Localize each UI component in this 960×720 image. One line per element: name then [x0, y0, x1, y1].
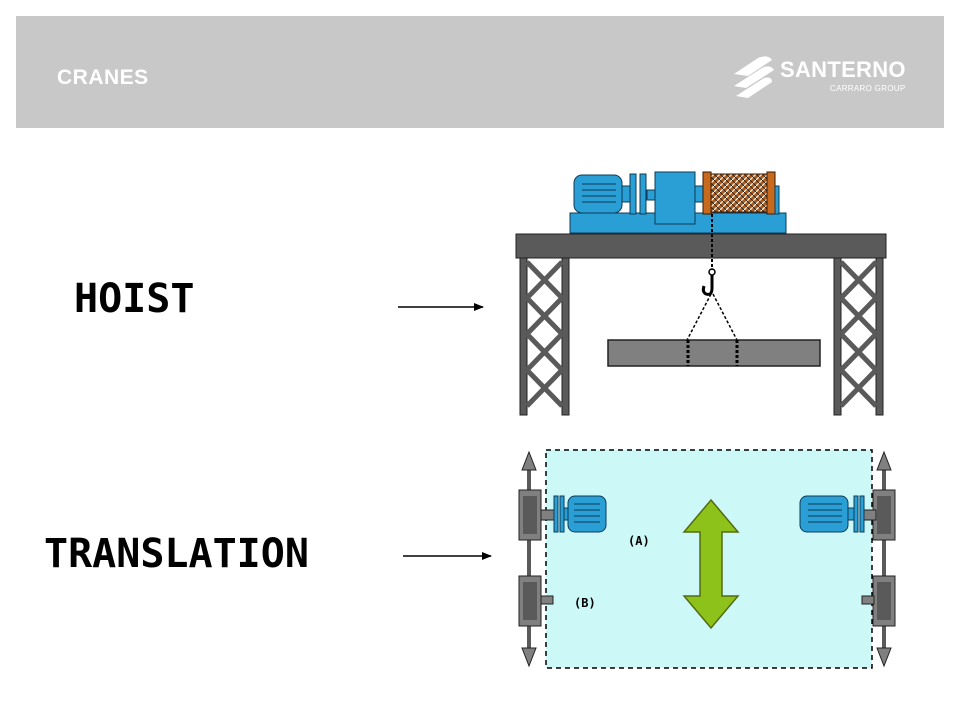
sling-left [685, 293, 712, 343]
translation-label: TRANSLATION [44, 531, 309, 577]
hoist-diagram [515, 171, 887, 416]
left-rail [518, 450, 542, 668]
label-b: (B) [574, 596, 596, 610]
bridge-girder [515, 233, 887, 259]
label-a: (A) [628, 534, 650, 548]
hoist-label: HOIST [74, 276, 195, 322]
suspended-load [607, 339, 821, 367]
sling-right [712, 293, 739, 343]
left-wheel-b [518, 575, 542, 627]
right-rail [872, 450, 896, 668]
santerno-logo: SANTERNO CARRARO GROUP [728, 52, 928, 102]
logo-subtitle: CARRARO GROUP [830, 84, 906, 93]
hoist-motor-icon [573, 173, 656, 215]
left-wheel-a [518, 489, 542, 541]
left-travel-motor-icon [540, 495, 607, 533]
header-bar: CRANES SANTERNO CARRARO GROUP [16, 16, 944, 128]
right-trestle-leg [833, 257, 884, 416]
winch-base-plate [569, 212, 787, 234]
travel-area [545, 449, 873, 669]
logo-name: SANTERNO [780, 57, 906, 82]
santerno-logo-mark-icon [734, 56, 774, 98]
right-wheel-a [872, 489, 896, 541]
right-wheel-b [872, 575, 896, 627]
right-travel-motor-icon [799, 495, 877, 533]
hook-icon [701, 268, 716, 296]
left-trestle-leg [519, 257, 570, 416]
translation-diagram: (A) (B) [518, 449, 896, 669]
travel-direction-arrow-icon [682, 498, 740, 630]
rope-drum-icon [702, 171, 780, 215]
page-title: CRANES [57, 66, 149, 89]
gearbox [654, 171, 696, 225]
